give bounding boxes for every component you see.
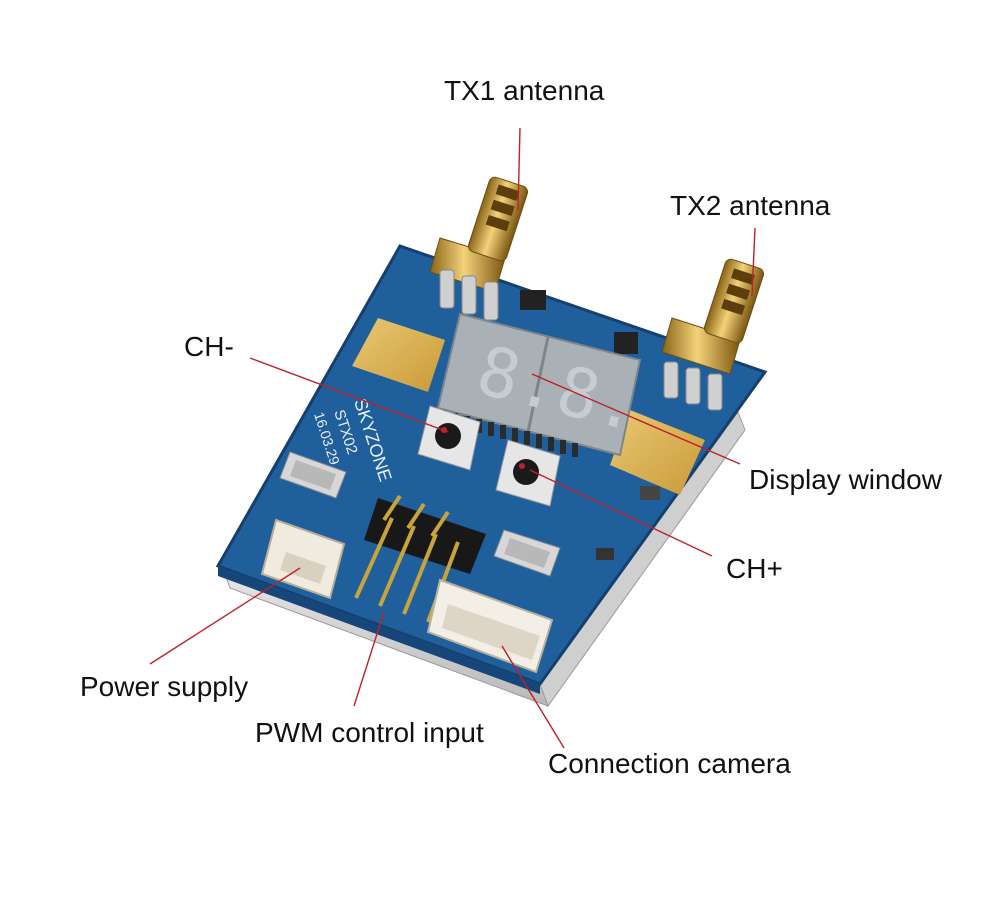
- ch-minus-label: CH-: [184, 331, 234, 362]
- leader-power: [149, 567, 301, 665]
- leader-camera: [501, 645, 565, 749]
- tx1-sma-connector: [429, 176, 529, 321]
- connection-camera-label: Connection camera: [548, 748, 791, 779]
- leader-ch-minus: [249, 357, 449, 433]
- smd-chip: [614, 332, 638, 354]
- display-window-label: Display window: [749, 464, 942, 495]
- crystal-oscillator: [493, 529, 561, 577]
- leader-ch-plus: [529, 469, 713, 557]
- tx1-antenna-label: TX1 antenna: [444, 75, 605, 106]
- pwm-pin-header: [354, 494, 486, 623]
- tx2-antenna-label: TX2 antenna: [670, 190, 831, 221]
- ch-plus-button: [495, 439, 561, 507]
- gold-pad-left: [352, 318, 445, 392]
- smd-part: [596, 548, 614, 560]
- pcb-edge: [218, 566, 540, 694]
- leader-lines: [149, 127, 756, 749]
- gold-pad-right: [610, 410, 705, 495]
- leader-tx2: [751, 227, 756, 297]
- smd-part: [640, 486, 660, 500]
- camera-connector: [426, 578, 554, 674]
- power-supply-label: Power supply: [80, 671, 249, 702]
- smd-chip: [520, 290, 546, 310]
- ch-plus-label: CH+: [726, 553, 783, 584]
- crystal-oscillator: [279, 451, 347, 499]
- leader-display: [531, 373, 741, 465]
- leader-tx1: [517, 127, 521, 211]
- leader-pwm: [353, 611, 385, 707]
- pwm-control-input-label: PWM control input: [255, 717, 484, 748]
- tx2-sma-connector: [661, 258, 765, 411]
